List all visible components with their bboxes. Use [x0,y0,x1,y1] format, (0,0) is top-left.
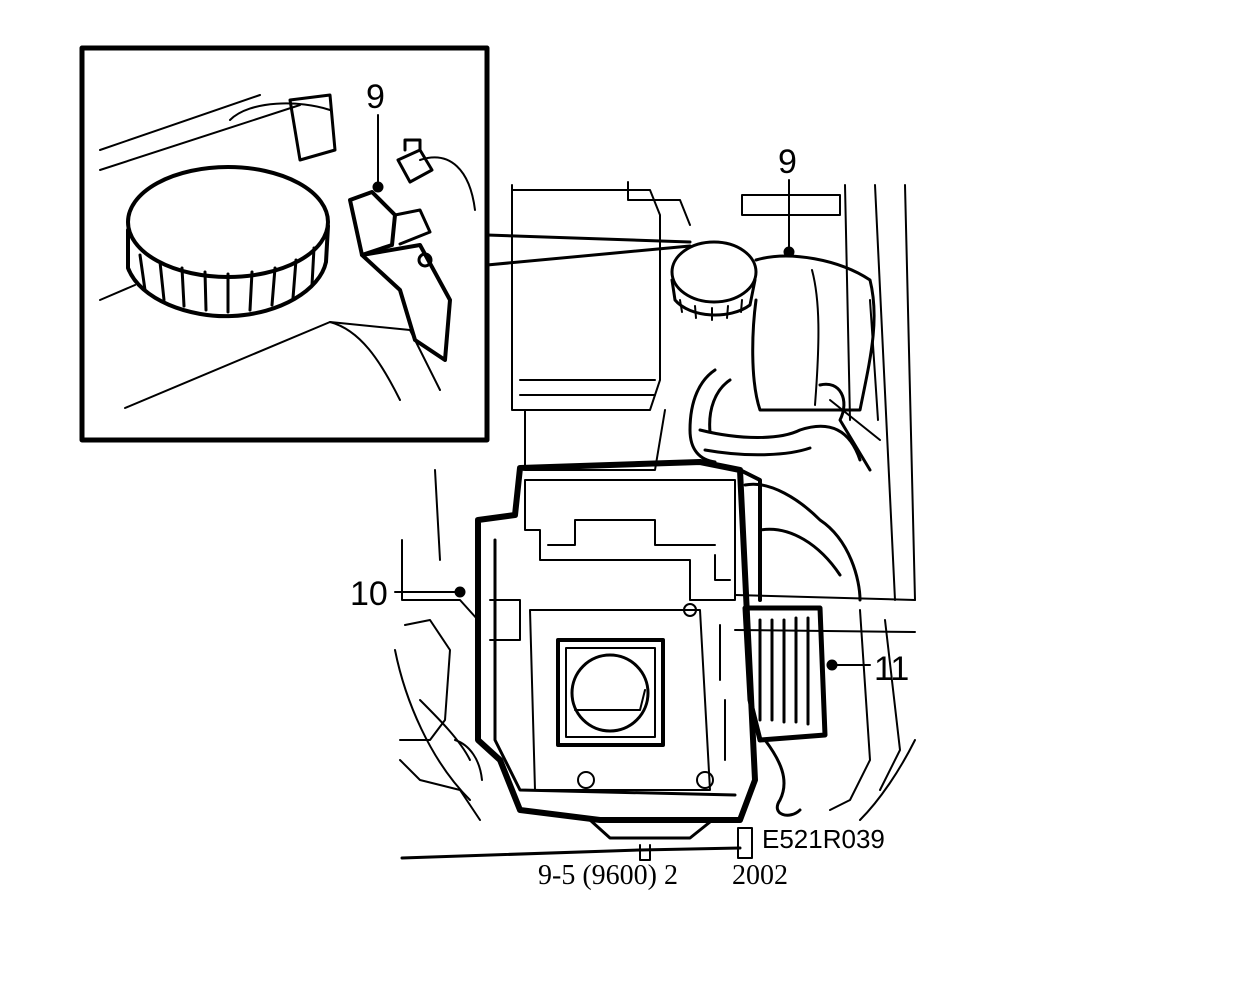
main-9-dot [783,246,795,258]
callout-9: 9 [778,143,797,181]
coolant-reservoir [670,240,879,421]
label-10-dot [454,586,466,598]
inset-9-dot [372,181,384,193]
callout-11: 11 [874,650,910,688]
connector-block-11 [734,468,916,817]
figure-code: E521R039 [762,824,885,854]
inset-connector-bottom [485,244,692,267]
control-unit-10 [475,459,758,823]
inset-connector-top [485,233,692,244]
caption-model: 9-5 (9600) 2 [538,860,678,891]
inset-frame [79,45,490,443]
level-sensor-inset [288,93,452,362]
callout-10: 10 [350,575,388,613]
label-11-dot [826,659,838,671]
reservoir-cap-inset [126,165,330,319]
caption-year: 2002 [732,860,788,891]
inset-detail-view [79,45,490,443]
main-engine-view [394,179,916,861]
inset-callout-9: 9 [366,78,385,116]
